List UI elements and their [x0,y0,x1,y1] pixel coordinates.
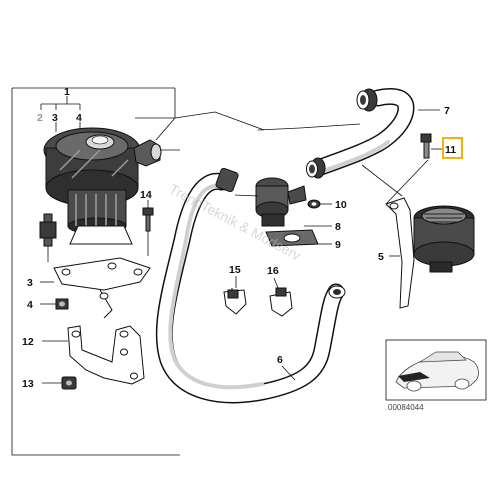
callout-4-group: 4 [76,112,82,124]
washer-10 [307,199,321,209]
callout-12: 12 [22,336,34,348]
hose-6 [155,167,346,404]
callout-2: 2 [37,112,43,124]
highlight-box [442,137,463,159]
bolt-11 [420,133,443,159]
callout-10: 10 [335,199,347,211]
callout-7: 7 [444,105,450,117]
hose-clamp-15 [223,288,247,315]
rubber-mount [39,213,57,247]
callout-11: 11 [445,144,456,156]
nut-13 [61,376,77,390]
group-bracket-1 [40,96,81,134]
callout-13: 13 [22,378,34,390]
callout-5: 5 [378,251,384,263]
vehicle-thumbnail [385,339,487,401]
bolt-14 [142,200,154,232]
guide-lines [47,111,429,262]
callout-4: 4 [27,299,33,311]
assembly-frame [11,87,180,456]
callout-16: 16 [267,265,279,277]
callout-6: 6 [277,354,283,366]
thumbnail-code: 00084044 [388,403,424,412]
callout-14: 14 [140,189,152,201]
callout-1: 1 [64,86,70,98]
callout-3-group: 3 [52,112,58,124]
callout-3: 3 [27,277,33,289]
air-filter [413,205,475,273]
gasket-9 [265,229,319,247]
callout-8: 8 [335,221,341,233]
callout-9: 9 [335,239,341,251]
nut-4 [55,298,69,310]
callout-15: 15 [229,264,241,276]
hose-7 [306,87,415,179]
filter-bracket [385,197,415,309]
hose-clamp-16 [269,287,293,317]
support-bracket-12 [67,325,145,385]
air-pump [43,127,162,245]
check-valve [255,177,307,227]
pump-bracket [53,257,151,319]
